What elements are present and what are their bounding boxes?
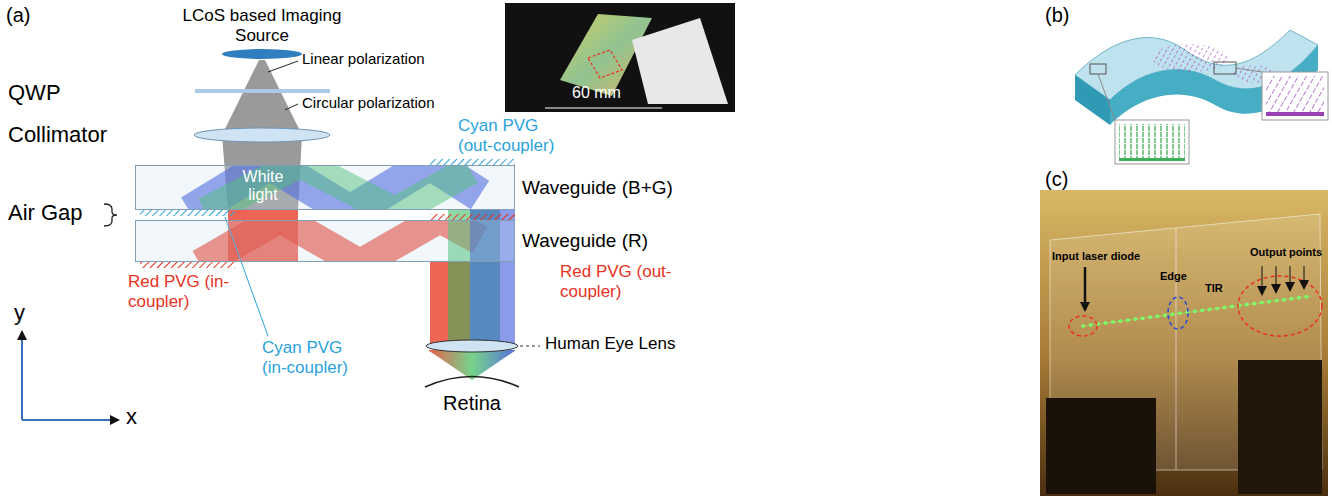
- photo-annotation: Output points: [1250, 246, 1322, 259]
- drawing-part: [1084, 267, 1087, 310]
- drawing-part: [21, 332, 23, 420]
- drawing-part: [140, 262, 235, 268]
- drawing-part: [520, 346, 540, 347]
- drawing-part: [425, 377, 519, 388]
- part-label: Collimator: [8, 122, 107, 147]
- drawing-part: [632, 18, 728, 104]
- photo-annotation: TIR: [1205, 282, 1223, 295]
- drawing-part: [285, 104, 298, 110]
- drawing-part: [1290, 266, 1291, 290]
- drawing-part: [1262, 72, 1328, 120]
- drawing-part: [222, 49, 302, 59]
- part-label: QWP: [8, 80, 61, 105]
- drawing-part: [268, 61, 298, 72]
- drawing-part: [1168, 297, 1188, 329]
- part-label: Retina: [443, 392, 501, 415]
- drawing-part: [1098, 74, 1115, 120]
- drawing-part: [545, 107, 662, 108]
- drawing-part: [428, 350, 516, 380]
- drawing-part: [1266, 76, 1324, 112]
- waveguide-slab: Waveguide (R): [135, 220, 515, 262]
- polarization-note: Linear polarization: [302, 50, 425, 67]
- drawing-part: [22, 419, 118, 421]
- drawing-part: [1176, 228, 1177, 470]
- drawing-part: [194, 128, 330, 142]
- drawing-part: [1236, 68, 1262, 72]
- source-label: LCoS based Imaging Source: [177, 6, 347, 45]
- prototype-photo: [505, 3, 735, 112]
- drawing-part: [140, 210, 235, 216]
- drawing-part: [1262, 266, 1263, 294]
- waveguide-label: Waveguide (B+G): [522, 177, 673, 199]
- drawing-part: [505, 3, 735, 112]
- drawing-part: [1238, 360, 1322, 494]
- panel-letter: (b): [1045, 4, 1069, 27]
- drawing-part: [1266, 112, 1324, 116]
- photo-annotation: Edge: [1160, 270, 1187, 283]
- panel-letter: (a): [6, 4, 30, 27]
- waveguide-slab: Waveguide (B+G): [135, 165, 515, 210]
- drawing-part: [1119, 158, 1185, 161]
- drawing-part: [104, 204, 117, 226]
- drawing-part: [1069, 316, 1097, 336]
- drawing-part: [1040, 190, 1328, 496]
- axis-label: y: [14, 300, 25, 325]
- drawing-part: [426, 340, 518, 352]
- drawing-part: [1083, 296, 1312, 326]
- drawing-part: [195, 89, 330, 93]
- drawing-part: [588, 50, 622, 78]
- drawing-part: [1238, 276, 1322, 336]
- drawing-part: [1119, 124, 1185, 158]
- dimension-label: 60 mm: [572, 84, 621, 102]
- drawing-part: [1075, 75, 1110, 125]
- panel-letter: (c): [1045, 168, 1068, 191]
- beam-label: White light: [233, 168, 293, 205]
- photo-annotation: Input laser diode: [1052, 250, 1140, 263]
- drawing-part: [1115, 120, 1189, 164]
- grating-label: Red PVG (out-coupler): [560, 262, 675, 301]
- waveguide-label: Waveguide (R): [522, 230, 648, 252]
- grating-label: Cyan PVG (in-coupler): [262, 338, 370, 377]
- polarization-note: Circular polarization: [302, 94, 435, 111]
- part-label: Air Gap: [8, 200, 83, 225]
- drawing-part: [1276, 266, 1277, 292]
- optics-drawing: [22, 49, 540, 420]
- drawing-part: [1214, 62, 1236, 74]
- metasurface-drawing: [1075, 30, 1328, 164]
- waveguide-photo: [1040, 190, 1328, 496]
- drawing-part: [1152, 44, 1228, 72]
- drawing-part: [1046, 398, 1156, 494]
- drawing-part: [1083, 296, 1312, 326]
- drawing-part: [1090, 64, 1106, 74]
- part-label: Human Eye Lens: [545, 334, 675, 354]
- grating-label: Red PVG (in-coupler): [128, 272, 236, 311]
- drawing-part: [1304, 266, 1305, 288]
- axis-label: x: [126, 404, 137, 429]
- grating-label: Cyan PVG (out-coupler): [458, 116, 573, 155]
